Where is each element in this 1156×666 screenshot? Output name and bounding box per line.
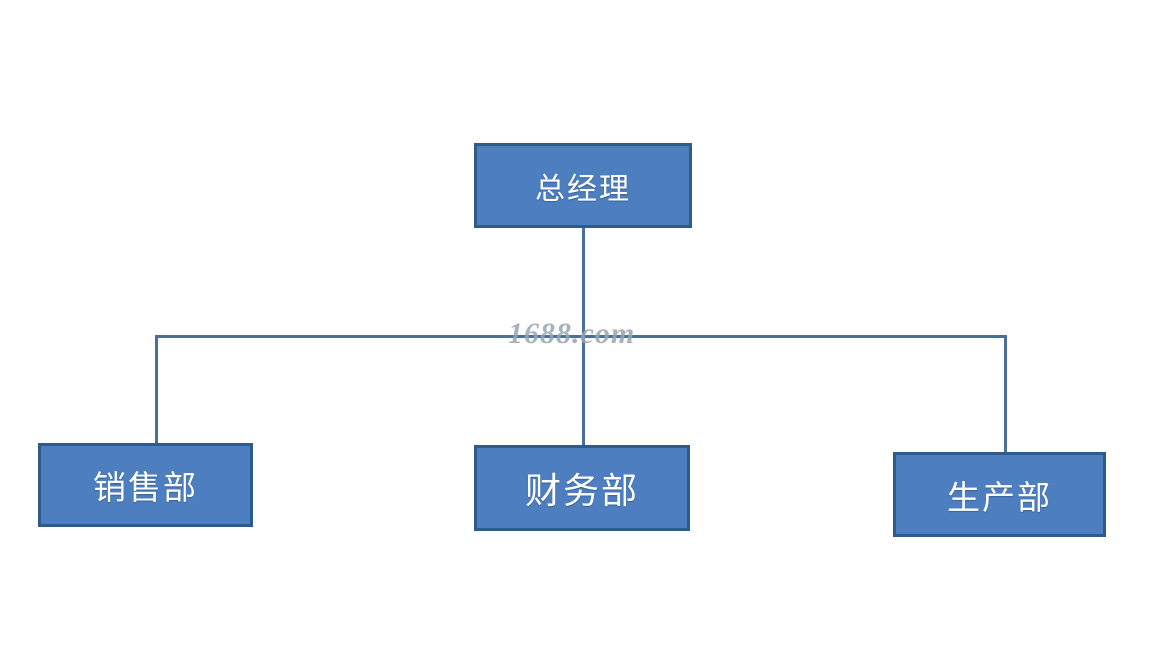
org-node-manager[interactable]: 总经理 <box>474 143 692 228</box>
connector-drop-sales <box>155 335 158 445</box>
org-node-finance[interactable]: 财务部 <box>474 445 690 531</box>
connector-drop-finance <box>582 335 585 447</box>
org-node-manager-label: 总经理 <box>535 172 631 206</box>
org-node-finance-label: 财务部 <box>524 471 639 511</box>
connector-manager-trunk <box>582 228 585 338</box>
watermark-text: 1688.com <box>508 317 636 350</box>
org-node-sales-label: 销售部 <box>93 471 198 507</box>
org-node-production[interactable]: 生产部 <box>893 452 1106 537</box>
org-node-sales[interactable]: 销售部 <box>38 443 253 527</box>
connector-drop-production <box>1004 335 1007 454</box>
connector-horizontal-bus <box>155 335 1006 338</box>
org-node-production-label: 生产部 <box>947 480 1052 517</box>
